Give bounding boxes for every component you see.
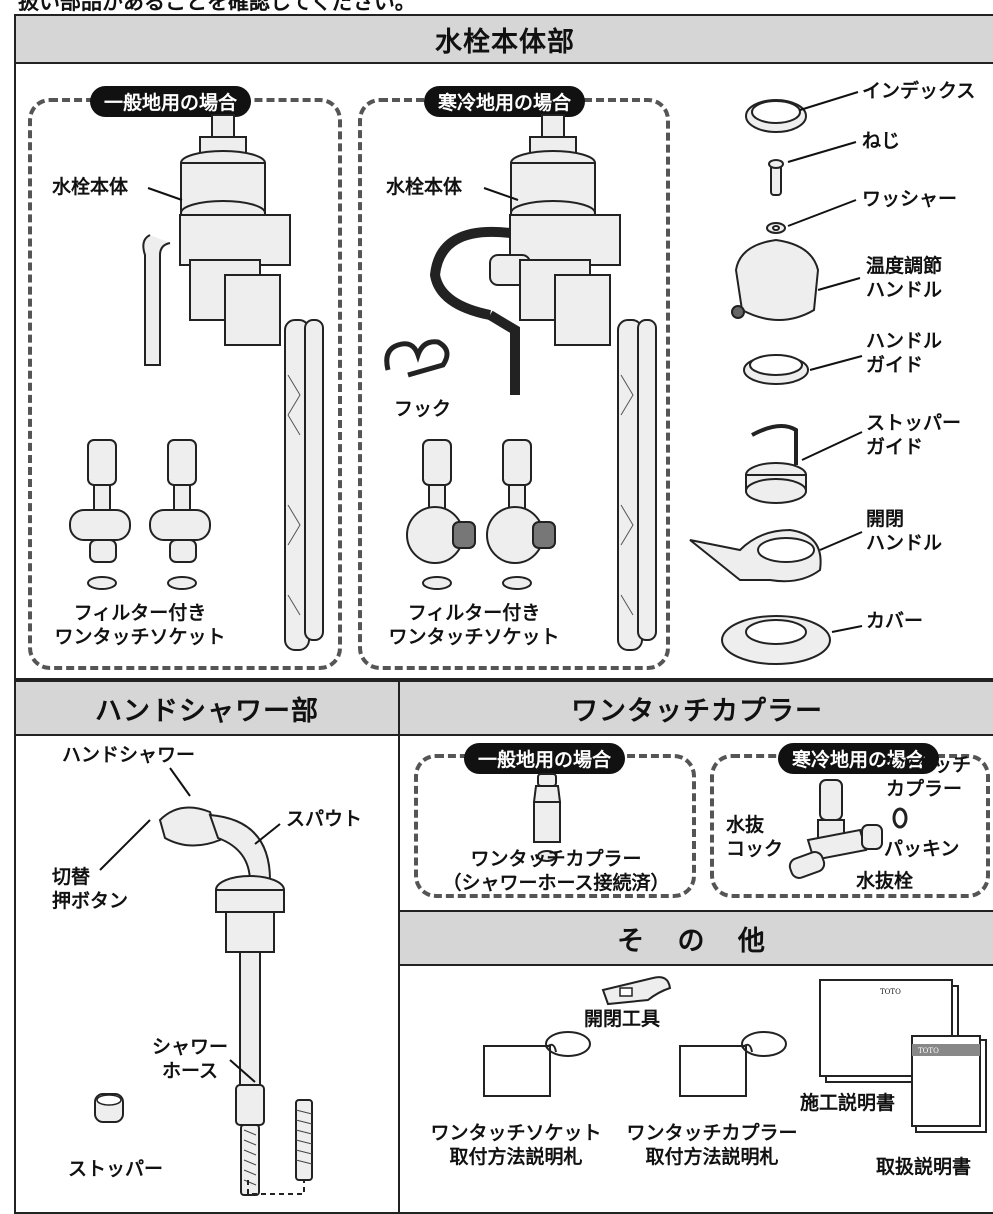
spout-label: スパウト: [286, 808, 363, 830]
part-label-handle-guide: ハンドル ガイド: [866, 330, 942, 378]
faucet-body-general-illustration: [142, 114, 324, 651]
switch-button-label: 切替 押ボタン: [52, 866, 128, 914]
part-label-stopper-guide: ストッパー ガイド: [866, 412, 961, 460]
drain-plug-label: 水抜栓: [856, 870, 914, 892]
coupler-tag-line: 取付方法説明札: [645, 1145, 779, 1168]
parts-leader-lines: [787, 91, 863, 633]
coupler-tag-illustration: [679, 1031, 787, 1097]
section-header-one-touch-coupler: ワンタッチカプラー: [398, 680, 993, 736]
part-label-line: ハンドル: [866, 278, 943, 301]
part-label-line: 開閉: [866, 508, 905, 530]
switch-button-line: 押ボタン: [52, 889, 129, 912]
coupler-general-line: （シャワーホース接続済）: [442, 871, 670, 894]
faucet-body-label-cold: 水栓本体: [386, 176, 463, 198]
dashed-connector: [247, 1180, 305, 1195]
coupler-general-badge: 一般地用の場合: [464, 743, 626, 774]
part-label-screw: ねじ: [862, 130, 901, 152]
faucet-body-label-general: 水栓本体: [52, 176, 129, 198]
coupler-general-label: ワンタッチカプラー （シャワーホース接続済）: [416, 848, 696, 896]
hand-shower-illustration: [158, 806, 285, 1196]
packing-illustration: [892, 807, 908, 829]
hose-end-illustration: [295, 1099, 313, 1181]
tool-label: 開閉工具: [584, 1008, 661, 1030]
socket-tag-illustration: [483, 1031, 591, 1097]
drain-cock-label: 水抜 コック: [726, 814, 783, 862]
install-manual-brand: TOTO: [880, 988, 901, 996]
part-label-line: ストッパー: [866, 412, 962, 434]
socket-label-line1: フィルター付き: [407, 602, 541, 624]
section-header-others: そ の 他: [398, 910, 993, 966]
one-touch-coupler-label: ワンタッチ カプラー: [876, 754, 971, 802]
switch-button-line: 切替: [52, 866, 91, 888]
shower-leader-lines: [99, 767, 281, 1083]
leader-line: [147, 187, 183, 201]
socket-tag-label: ワンタッチソケット 取付方法説明札: [420, 1122, 612, 1170]
socket-tag-line: 取付方法説明札: [449, 1145, 583, 1168]
shower-hose-line: ホース: [161, 1059, 219, 1082]
coupler-general-illustration: [532, 773, 562, 862]
socket-label-line2: ワンタッチソケット: [54, 625, 226, 648]
parts-illustrations: [689, 99, 831, 665]
cold-badge: 寒冷地用の場合: [424, 86, 586, 117]
drain-cock-line: 水抜: [726, 814, 765, 836]
socket-tag-line: ワンタッチソケット: [430, 1122, 602, 1144]
coupler-cold-illustration: [788, 779, 883, 879]
user-manual-brand: TOTO: [918, 1047, 939, 1055]
section-header-faucet-body: 水栓本体部: [14, 14, 993, 64]
top-note: 扱い部品があることを確認してください。: [18, 0, 416, 14]
socket-label-line2: ワンタッチソケット: [388, 625, 560, 648]
coupler-general-line: ワンタッチカプラー: [470, 848, 642, 870]
part-label-line: 温度調節: [866, 255, 943, 277]
part-label-line: ハンドル: [866, 330, 943, 352]
user-manual-illustration: [911, 1035, 987, 1133]
leader-line: [483, 187, 519, 201]
hook-label: フック: [394, 398, 452, 420]
one-touch-coupler-line: ワンタッチ: [876, 754, 972, 776]
socket-label-general: フィルター付き ワンタッチソケット: [40, 602, 240, 650]
general-badge: 一般地用の場合: [90, 86, 252, 117]
part-label-temp-handle: 温度調節 ハンドル: [866, 255, 942, 303]
packing-label: パッキン: [884, 838, 960, 860]
shower-hose-line: シャワー: [151, 1036, 228, 1058]
section-header-hand-shower: ハンドシャワー部: [14, 680, 400, 736]
one-touch-coupler-line: カプラー: [886, 777, 963, 800]
part-label-line: ガイド: [866, 353, 924, 376]
sockets-general-illustration: [69, 439, 211, 590]
user-manual-label: 取扱説明書: [876, 1156, 972, 1178]
coupler-cold-badge: 寒冷地用の場合: [778, 743, 940, 774]
drain-cock-line: コック: [726, 837, 784, 860]
faucet-body-cold-illustration: [429, 114, 657, 651]
part-label-open-close-handle: 開閉 ハンドル: [866, 508, 942, 556]
part-label-index: インデックス: [862, 80, 976, 102]
sockets-cold-illustration: [406, 439, 556, 590]
shower-hose-label: シャワー ホース: [150, 1036, 230, 1084]
coupler-tag-line: ワンタッチカプラー: [626, 1122, 798, 1144]
socket-label-line1: フィルター付き: [73, 602, 207, 624]
socket-label-cold: フィルター付き ワンタッチソケット: [374, 602, 574, 650]
part-label-line: ガイド: [866, 435, 924, 458]
part-label-washer: ワッシャー: [862, 188, 958, 210]
part-label-cover: カバー: [866, 610, 924, 632]
stopper-label: ストッパー: [68, 1158, 164, 1180]
stopper-illustration: [94, 1093, 124, 1123]
tool-illustration: [601, 976, 672, 1006]
hook-illustration: [384, 339, 450, 378]
hand-shower-label: ハンドシャワー: [62, 744, 196, 766]
install-manual-label: 施工説明書: [800, 1092, 896, 1114]
part-label-line: ハンドル: [866, 531, 943, 554]
coupler-tag-label: ワンタッチカプラー 取付方法説明札: [612, 1122, 812, 1170]
